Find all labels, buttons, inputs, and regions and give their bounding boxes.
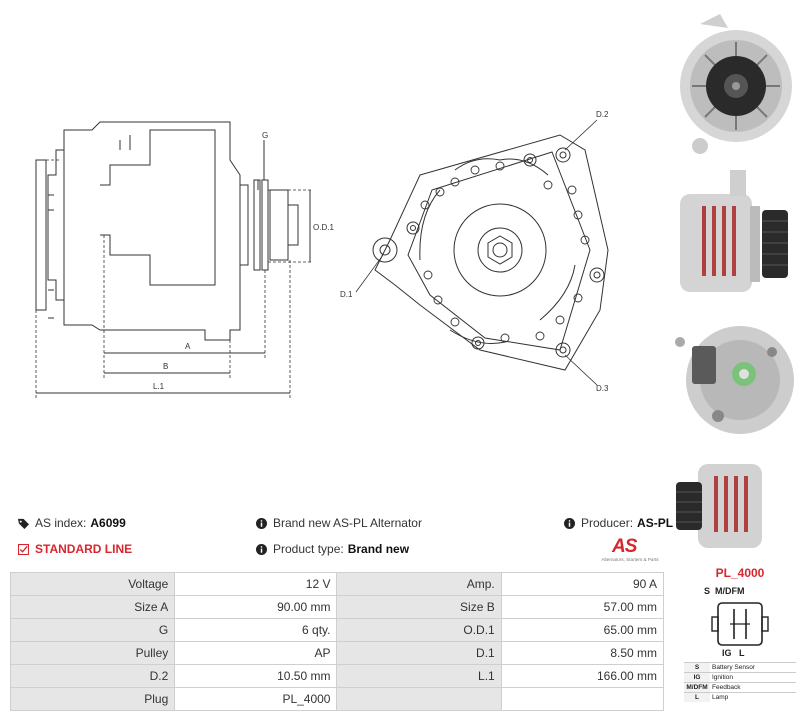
- label-d3: D.3: [596, 384, 609, 393]
- pin-key: IG: [684, 672, 710, 683]
- producer: Producer: AS-PL: [564, 516, 673, 530]
- plug-connector-icon: [711, 602, 769, 646]
- spec-label: O.D.1: [336, 618, 502, 642]
- label-d2: D.2: [596, 110, 609, 119]
- label-d1: D.1: [340, 290, 353, 299]
- product-type: Product type: Brand new: [256, 542, 409, 556]
- info-icon: [564, 517, 575, 529]
- label-od1: O.D.1: [313, 223, 334, 232]
- pin-desc: Feedback: [710, 682, 796, 693]
- spec-value: 65.00 mm: [500, 618, 665, 642]
- info-icon: [256, 543, 267, 555]
- technical-drawings: G O.D.1 A B L.1 D.2 D.1 D.3: [35, 110, 609, 398]
- standard-line-label: STANDARD LINE: [35, 542, 133, 556]
- spec-label: Amp.: [336, 572, 502, 596]
- checkbox-icon: [18, 543, 29, 555]
- spec-label: G: [9, 618, 176, 642]
- product-photo-angle: [672, 456, 798, 556]
- spec-value: AP: [174, 641, 338, 665]
- spec-label: D.2: [9, 664, 176, 688]
- as-index-label: AS index:: [35, 516, 87, 530]
- spec-value: 8.50 mm: [500, 641, 665, 665]
- tag-icon: [18, 518, 29, 529]
- label-g: G: [262, 131, 268, 140]
- spec-label: Size A: [9, 595, 176, 619]
- spec-value: 90.00 mm: [174, 595, 338, 619]
- plug-top-pins: S M/DFM: [704, 586, 745, 596]
- producer-value: AS-PL: [637, 516, 674, 530]
- spec-value: 166.00 mm: [500, 664, 665, 688]
- spec-value: [500, 687, 665, 711]
- front-view: [372, 134, 609, 371]
- spec-label: L.1: [336, 664, 502, 688]
- pin-desc: Lamp: [710, 692, 796, 702]
- pin-desc: Ignition: [710, 672, 796, 683]
- label-b: B: [163, 362, 168, 371]
- spec-value: 90 A: [500, 572, 665, 596]
- spec-value: PL_4000: [174, 687, 338, 711]
- spec-label: Size B: [336, 595, 502, 619]
- as-index: AS index: A6099: [18, 516, 126, 530]
- producer-label: Producer:: [581, 516, 634, 530]
- label-l1: L.1: [153, 382, 165, 391]
- product-photo-front: [672, 6, 798, 162]
- spec-label: D.1: [336, 641, 502, 665]
- product-type-label: Product type:: [273, 542, 344, 556]
- brand-label: Brand new AS-PL Alternator: [273, 516, 422, 530]
- spec-label: Voltage: [9, 572, 176, 596]
- product-photo-side: [672, 166, 798, 306]
- product-type-value: Brand new: [347, 542, 410, 556]
- spec-label: Pulley: [9, 641, 176, 665]
- spec-label: Plug: [9, 687, 176, 711]
- spec-value: 10.50 mm: [174, 664, 338, 688]
- info-icon: [256, 517, 267, 529]
- standard-line: STANDARD LINE: [18, 542, 132, 556]
- product-photo-rear: [672, 312, 798, 452]
- spec-label: [336, 687, 502, 711]
- pin-key: L: [684, 692, 710, 702]
- plug-title: PL_4000: [715, 566, 765, 580]
- as-index-value: A6099: [90, 516, 126, 530]
- pin-key: S: [684, 662, 710, 673]
- as-pl-logo: AS Alternators, Starters & Parts: [601, 536, 659, 562]
- brand-info: Brand new AS-PL Alternator: [256, 516, 422, 530]
- pin-desc: Battery Sensor: [710, 662, 796, 673]
- label-a: A: [185, 342, 191, 351]
- side-view-outline: [63, 121, 241, 341]
- plug-bottom-pins: IG L: [722, 648, 745, 658]
- spec-value: 6 qty.: [174, 618, 338, 642]
- spec-value: 57.00 mm: [500, 595, 665, 619]
- spec-value: 12 V: [174, 572, 338, 596]
- pin-key: M/DFM: [684, 682, 710, 693]
